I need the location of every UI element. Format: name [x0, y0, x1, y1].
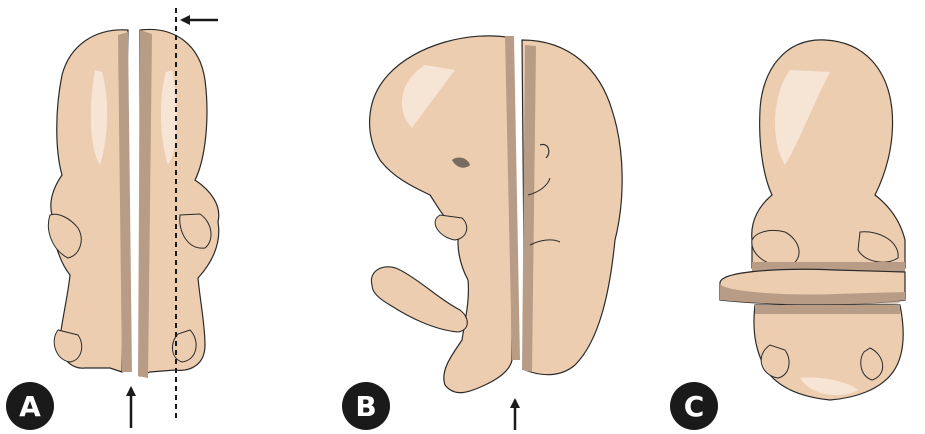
panel-b-badge: B — [342, 382, 390, 430]
panel-b-right-half — [522, 40, 622, 375]
panel-c-upper-part — [752, 40, 905, 272]
panel-b-label: B — [355, 390, 376, 423]
panel-a: A — [6, 8, 219, 430]
panel-a-left-half — [48, 30, 132, 372]
panel-b: B — [342, 36, 622, 430]
panel-a-label: A — [19, 390, 41, 423]
panel-a-right-half — [138, 29, 219, 378]
panel-a-badge: A — [6, 382, 54, 430]
panel-c-badge: C — [670, 382, 718, 430]
panel-c-section-slab — [720, 269, 905, 308]
panel-c-label: C — [684, 390, 705, 423]
panel-b-left-half — [370, 36, 520, 393]
panel-c-lower-part — [754, 305, 903, 400]
panel-c: C — [670, 40, 905, 430]
